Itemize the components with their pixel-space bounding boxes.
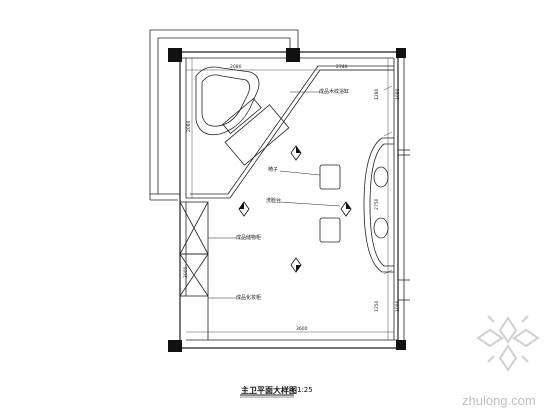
storage-cabinet-label: 成品储物柜 — [236, 235, 262, 241]
stool — [319, 164, 341, 190]
dim-right-a: 1280 — [375, 88, 380, 100]
makeup-cabinet-label: 成品化妆柜 — [236, 295, 262, 301]
balcony-outline — [149, 29, 299, 194]
drawing-title: 主卫平面大样图 — [241, 386, 297, 395]
bathtub-label: 成品木纹浴缸 — [319, 89, 350, 95]
watermark-logo — [476, 315, 540, 372]
dim-right-d: 1250 — [375, 300, 380, 312]
vanity-counter — [363, 137, 394, 273]
makeup-cabinet — [179, 253, 209, 297]
column — [168, 48, 182, 62]
dim-left-wall: 2080 — [187, 120, 192, 132]
dim-right-c: 2750 — [375, 198, 380, 210]
drawing-scale: 1:25 — [297, 386, 313, 394]
dim-top-left: 2080 — [230, 65, 242, 70]
elevation-marker — [238, 145, 352, 273]
stool-label: 椅子 — [268, 167, 279, 173]
dim-right-b: 1080 — [396, 88, 401, 100]
dim-cabinet-left: 3000 — [184, 266, 189, 278]
watermark-text: zhulong.com — [462, 393, 536, 408]
dim-bottom: 3600 — [296, 327, 308, 332]
dim-right-e: 1090 — [396, 300, 401, 312]
dim-top-right: 2740 — [336, 65, 348, 70]
diagonal-partition — [186, 69, 394, 199]
vanity-label: 洗脸台 — [266, 198, 282, 204]
